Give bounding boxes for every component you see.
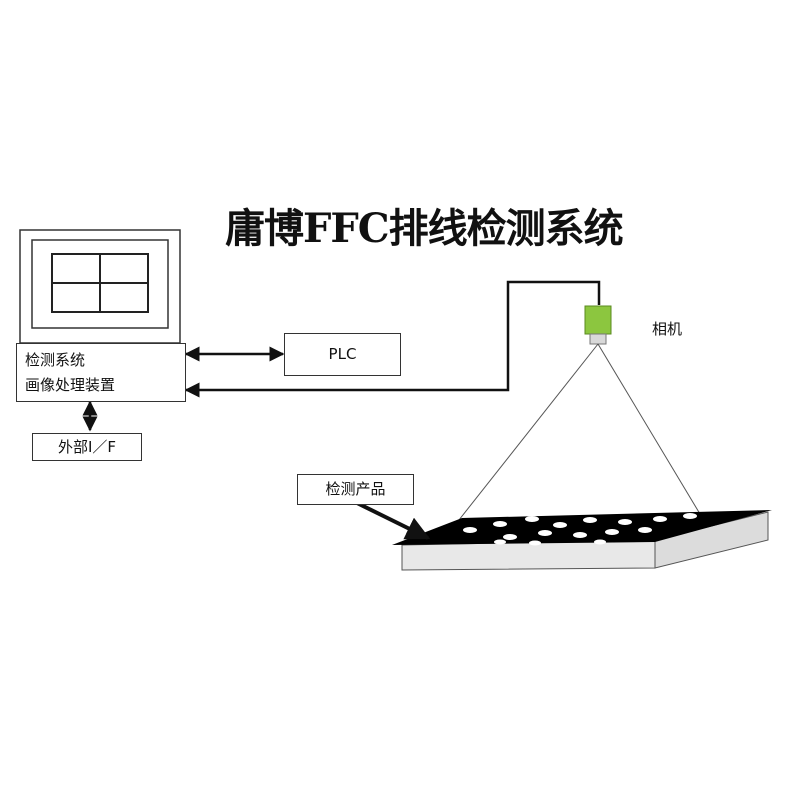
product-label: 检测产品 bbox=[325, 480, 386, 498]
image-processor-box: 检测系统 画像处理装置 bbox=[16, 343, 186, 402]
fov-line-left bbox=[454, 343, 599, 526]
diagram-title: 庸博FFC排线检测系统 bbox=[225, 205, 624, 252]
processor-label-line2: 画像处理装置 bbox=[25, 376, 116, 394]
external-if-box: 外部I／F bbox=[32, 433, 142, 461]
camera-cable bbox=[184, 280, 601, 398]
plc-label: PLC bbox=[328, 345, 357, 363]
camera-icon bbox=[584, 305, 612, 345]
inspection-stage bbox=[401, 511, 769, 571]
plc-box: PLC bbox=[284, 333, 401, 376]
camera-label: 相机 bbox=[652, 320, 683, 338]
product-pointer bbox=[354, 500, 431, 540]
external-if-label: 外部I／F bbox=[57, 438, 117, 456]
monitor-icon bbox=[19, 229, 181, 344]
processor-label-line1: 检测系统 bbox=[25, 351, 86, 369]
product-board bbox=[392, 510, 772, 546]
product-label-box: 检测产品 bbox=[297, 474, 414, 505]
fov-line-right bbox=[597, 343, 701, 515]
